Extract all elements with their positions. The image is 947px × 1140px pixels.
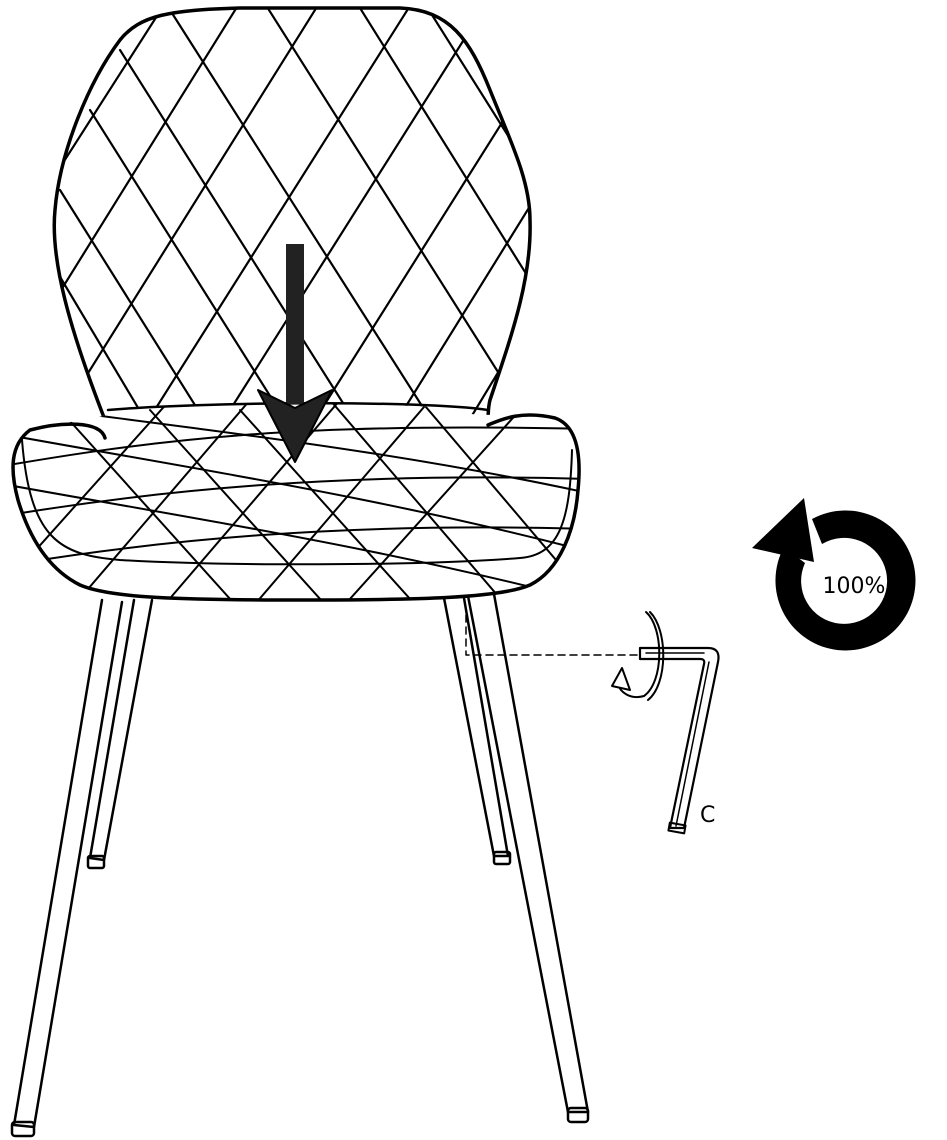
leg-front-right [468, 594, 588, 1122]
tool-label: C [700, 803, 715, 828]
leg-front-left [12, 600, 122, 1136]
chair-legs [12, 594, 588, 1136]
turn-arrow-icon [612, 612, 663, 700]
guide-line [466, 615, 640, 655]
rotation-percent-label: 100% [823, 574, 886, 599]
leg-back-left [88, 600, 152, 868]
